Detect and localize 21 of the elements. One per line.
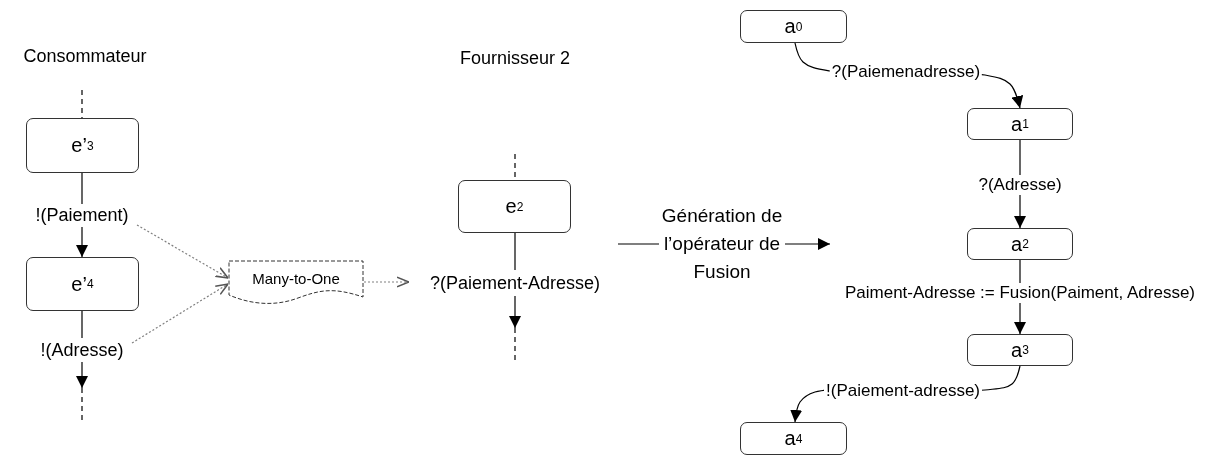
lane-title: Fournisseur 2 [459,47,571,69]
edge-label: ?(Adresse) [976,175,1064,195]
message-text: ?(Paiement-Adresse) [409,270,621,296]
dotted-arrow [363,276,410,288]
connector-line [617,243,660,245]
edge-label: ?(Paiemenadresse) [829,62,983,82]
note-document: Many-to-One [228,260,364,306]
lane-title: Consommateur [23,45,147,67]
transformation-text: Génération de l’opérateur de Fusion [659,202,785,286]
arrow [76,361,88,389]
arrow [509,295,521,329]
arrow [76,226,88,258]
arrow [784,238,831,250]
message-text: !(Paiement) [27,204,137,227]
connector-line [81,310,83,339]
connector-line [514,232,516,271]
dotted-arrow [136,224,229,279]
message-text: !(Adresse) [32,338,132,362]
edge-label: !(Paiement-adresse) [824,381,982,401]
dotted-arrow [131,283,229,344]
connector-line [81,172,83,205]
